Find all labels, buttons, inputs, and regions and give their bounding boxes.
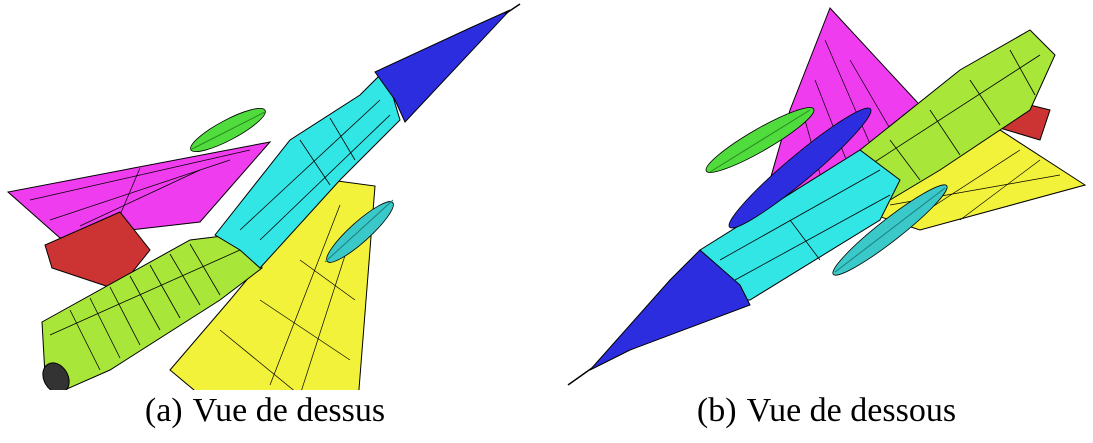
left-wing-panel-lines	[29, 149, 251, 227]
caption-a-id: (a)	[144, 392, 183, 429]
fuselage-rear-lines	[49, 243, 241, 371]
fuselage-front	[214, 69, 401, 269]
nose-cone	[374, 9, 511, 123]
right-wing	[169, 179, 376, 390]
caption-a: (a)Vue de dessus	[0, 392, 530, 430]
caption-b-text: Vue de dessous	[746, 392, 957, 429]
pitot-probe	[567, 367, 593, 386]
aircraft-top-view	[6, 3, 521, 390]
fuselage-front-lines	[239, 99, 391, 241]
figure-a: (a)Vue de dessus	[0, 0, 530, 443]
drop-tank-green	[189, 107, 266, 153]
fuselage-rear	[859, 29, 1056, 201]
drop-tank-cyan	[832, 184, 948, 276]
caption-b-id: (b)	[696, 392, 737, 429]
fuselage-front-lines	[719, 169, 891, 281]
caption-a-text: Vue de dessus	[192, 392, 386, 429]
tail-fin	[44, 211, 151, 291]
aircraft-bottom-view	[567, 7, 1087, 386]
fuselage-rear-lines	[869, 49, 1041, 181]
ventral-pod	[728, 107, 872, 229]
right-wing-panel-lines	[219, 204, 356, 390]
figure-b: (b)Vue de dessous	[560, 0, 1093, 443]
drop-tank-cyan	[324, 199, 394, 263]
caption-b: (b)Vue de dessous	[560, 392, 1093, 430]
nose-cone	[589, 249, 751, 371]
pitot-probe	[504, 3, 521, 15]
drop-tank-green	[705, 107, 815, 173]
exhaust-nozzle	[42, 362, 70, 390]
